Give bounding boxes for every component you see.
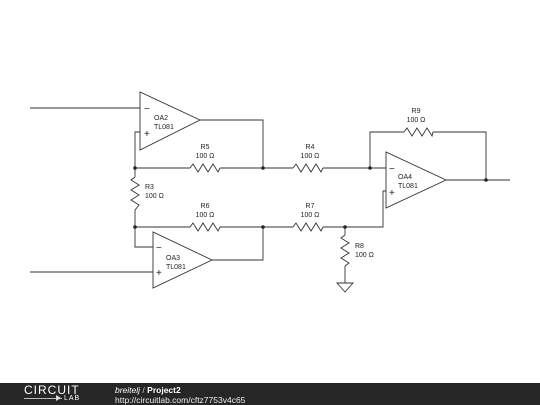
- oa3-minus-pin: −: [156, 243, 162, 254]
- oa2-model: TL081: [154, 124, 174, 131]
- resistor-r6[interactable]: R6 100 Ω: [189, 203, 221, 232]
- oa4-name: OA4: [398, 174, 412, 181]
- opamp-oa4[interactable]: − + OA4 TL081: [385, 151, 448, 209]
- circuitlab-logo: CIRCUIT LAB: [24, 384, 94, 404]
- ground-icon: [335, 282, 355, 293]
- oa4-model: TL081: [398, 183, 418, 190]
- junction-dot: [261, 166, 265, 170]
- wires: [30, 107, 510, 283]
- oa3-model: TL081: [166, 264, 186, 271]
- resistor-r4[interactable]: R4 100 Ω: [292, 144, 324, 173]
- resistor-r8[interactable]: R8 100 Ω: [340, 234, 374, 267]
- junction-dot: [343, 225, 347, 229]
- oa4-plus-pin: +: [389, 188, 395, 199]
- r8-name: R8: [355, 243, 364, 250]
- junction-dot: [484, 178, 488, 182]
- r7-name: R7: [306, 203, 315, 210]
- footer-bar: CIRCUIT LAB breitelj / Project2 http://c…: [0, 383, 540, 405]
- resistor-r5[interactable]: R5 100 Ω: [189, 144, 221, 173]
- resistor-r7[interactable]: R7 100 Ω: [292, 203, 324, 232]
- r5-name: R5: [201, 144, 210, 151]
- logo-diode-icon: [56, 395, 61, 401]
- project-url[interactable]: http://circuitlab.com/cftz7753v4c65: [115, 395, 246, 405]
- r7-value: 100 Ω: [301, 212, 320, 219]
- r3-name: R3: [145, 184, 154, 191]
- project-credit: breitelj / Project2: [115, 385, 181, 395]
- r6-name: R6: [201, 203, 210, 210]
- junction-dot: [368, 166, 372, 170]
- r5-value: 100 Ω: [196, 153, 215, 160]
- resistor-r9[interactable]: R9 100 Ω: [403, 108, 434, 138]
- r3-value: 100 Ω: [145, 193, 164, 200]
- resistor-r3[interactable]: R3 100 Ω: [130, 176, 164, 211]
- logo-text-lab: LAB: [64, 395, 81, 402]
- r4-value: 100 Ω: [301, 153, 320, 160]
- r9-name: R9: [412, 108, 421, 115]
- oa3-plus-pin: +: [156, 268, 162, 279]
- credit-separator: /: [142, 385, 145, 395]
- junction-dot: [133, 225, 137, 229]
- oa4-minus-pin: −: [389, 164, 395, 175]
- oa2-minus-pin: −: [144, 104, 150, 115]
- logo-text-circuit: CIRCUIT: [24, 383, 80, 397]
- author-name[interactable]: breitelj: [115, 385, 141, 395]
- r6-value: 100 Ω: [196, 212, 215, 219]
- oa3-name: OA3: [166, 255, 180, 262]
- junction-dot: [261, 225, 265, 229]
- r8-value: 100 Ω: [355, 252, 374, 259]
- opamp-oa3[interactable]: − + OA3 TL081: [152, 231, 214, 289]
- oa2-plus-pin: +: [144, 129, 150, 140]
- junction-dot: [133, 166, 137, 170]
- schematic-canvas: − + OA2 TL081 − + OA3 TL081 − + OA4 TL08…: [30, 91, 510, 293]
- opamp-oa2[interactable]: − + OA2 TL081: [139, 91, 202, 151]
- junctions: [133, 166, 488, 229]
- logo-line: [24, 398, 62, 399]
- project-name[interactable]: Project2: [147, 385, 181, 395]
- r9-value: 100 Ω: [407, 117, 426, 124]
- r4-name: R4: [306, 144, 315, 151]
- oa2-name: OA2: [154, 115, 168, 122]
